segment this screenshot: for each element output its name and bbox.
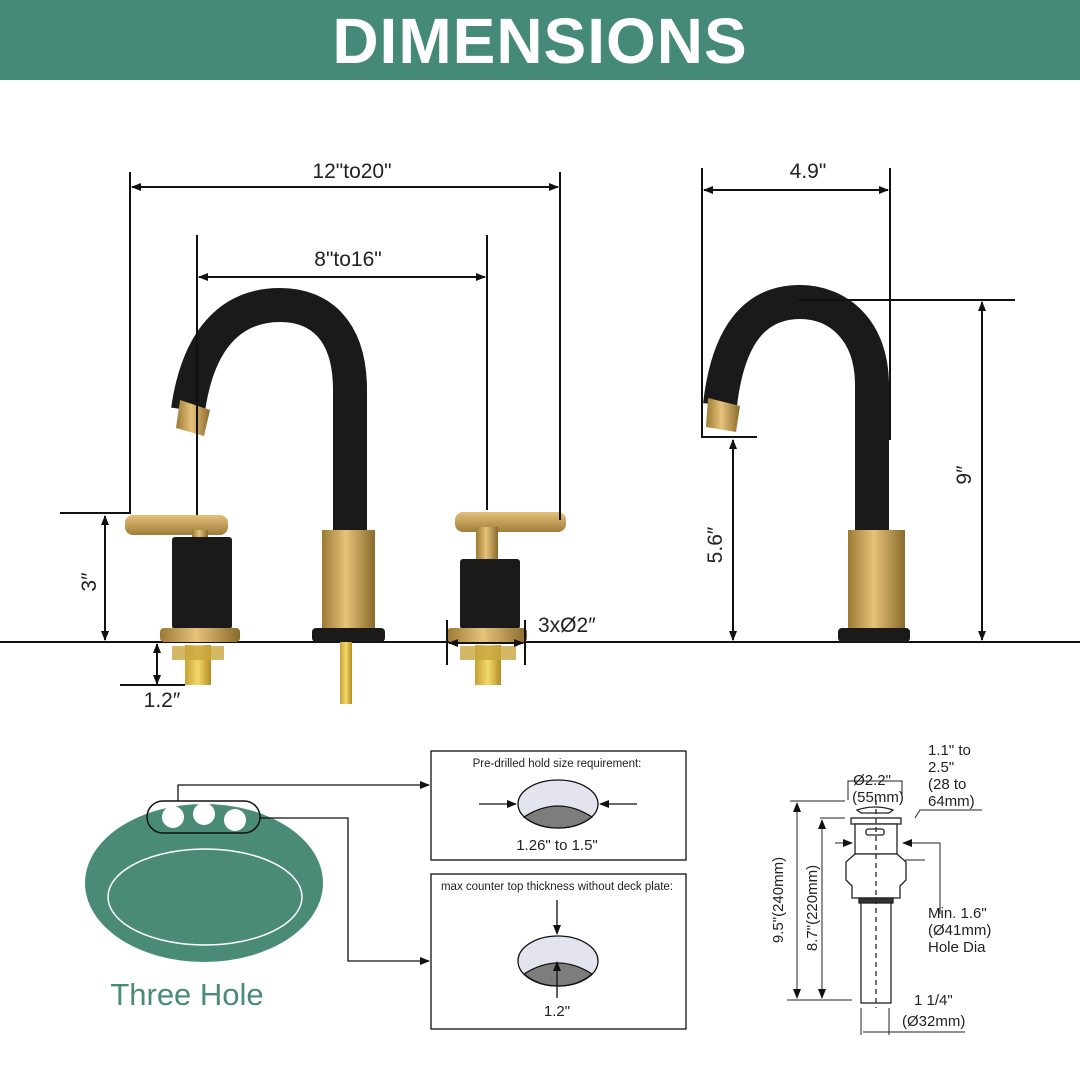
hole-size-value: 1.26" to 1.5" (516, 837, 598, 854)
hole-size-title: Pre-drilled hold size requirement: (473, 758, 642, 770)
hole-diameter-label: 3xØ2″ (538, 614, 596, 637)
drain-range-2: 2.5" (928, 759, 954, 776)
spout-height-label: 5.6″ (704, 526, 727, 563)
sink-illustration (85, 800, 323, 962)
page-title: DIMENSIONS (0, 0, 1080, 80)
drain-range-4: 64mm) (928, 793, 975, 810)
drain-dimension-lines (787, 780, 982, 1035)
front-faucet (125, 287, 566, 704)
thickness-value: 1.2" (544, 1003, 570, 1020)
drain-body-length: 8.7"(220mm) (804, 865, 821, 951)
reach-label: 4.9" (790, 160, 827, 183)
three-hole-label: Three Hole (110, 977, 263, 1012)
pop-up-drain (845, 800, 907, 1008)
drain-hole-1: Min. 1.6" (928, 905, 987, 922)
drain-hole-2: (Ø41mm) (928, 922, 991, 939)
total-height-label: 9″ (953, 465, 976, 485)
left-handle (125, 515, 240, 685)
drain-hole-3: Hole Dia (928, 939, 986, 956)
thickness-box (430, 873, 687, 1030)
hole-size-box (430, 750, 687, 861)
overall-spread-label: 12"to20" (312, 160, 391, 183)
callout-lines (177, 781, 430, 965)
drain-pipe-1: 1 1/4" (914, 992, 953, 1009)
front-dimension-lines (60, 172, 561, 686)
spout-tip (176, 400, 210, 436)
center-spread-label: 8"to16" (314, 248, 381, 271)
below-counter-label: 1.2″ (144, 689, 181, 712)
drain-range-1: 1.1" to (928, 742, 971, 759)
handle-height-label: 3″ (78, 572, 101, 592)
side-dimension-lines (701, 168, 1015, 641)
drain-pipe-2: (Ø32mm) (902, 1013, 965, 1030)
drain-total-length: 9.5"(240mm) (770, 857, 787, 943)
drain-top-dia-mm: (55mm) (852, 789, 904, 806)
side-faucet (703, 284, 910, 642)
drain-range-3: (28 to (928, 776, 966, 793)
drain-top-dia: Ø2.2" (853, 772, 891, 789)
right-handle (447, 512, 566, 685)
thickness-title: max counter top thickness without deck p… (441, 881, 673, 893)
spout (171, 287, 367, 530)
